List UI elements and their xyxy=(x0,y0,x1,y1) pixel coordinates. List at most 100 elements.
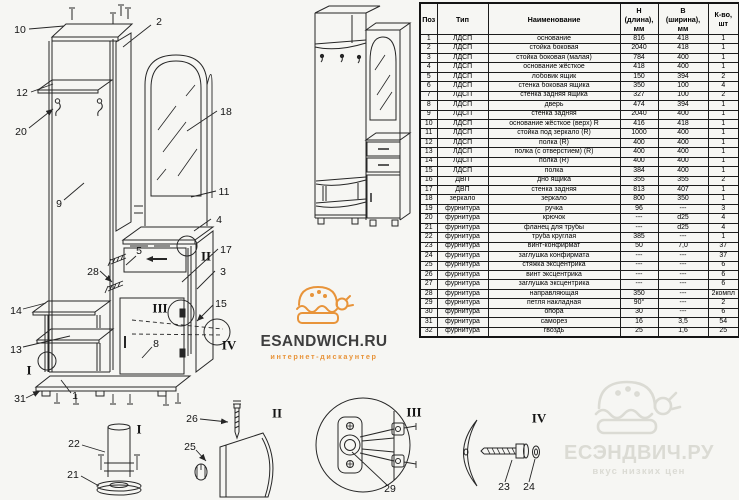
table-cell: стенка задняя xyxy=(487,109,621,120)
table-cell: ЛДСП xyxy=(436,52,489,64)
table-cell: 17 xyxy=(419,184,438,196)
parts-table-header: Поз Тип Наименование Н (длина), мм В (ши… xyxy=(419,2,739,35)
table-cell: --- xyxy=(657,279,709,290)
table-cell: полка (R) xyxy=(487,137,621,149)
part-callout-28: 28 xyxy=(87,265,99,278)
table-cell: 15 xyxy=(419,166,438,177)
detail-eccentric xyxy=(194,400,274,498)
table-cell: 7,0 xyxy=(657,241,709,253)
table-cell: 400 xyxy=(619,147,659,158)
col-header-type: Тип xyxy=(436,2,489,35)
table-cell: фурнитура xyxy=(436,326,489,338)
col-header-pos: Поз xyxy=(419,2,438,35)
table-cell: 1 xyxy=(419,33,438,45)
table-cell: --- xyxy=(619,222,659,234)
table-cell: основание жёсткое xyxy=(487,62,621,73)
table-cell: фурнитура xyxy=(436,203,489,215)
table-cell: 3,5 xyxy=(657,317,709,328)
table-cell: d25 xyxy=(657,222,709,234)
table-cell: 350 xyxy=(619,81,659,92)
assembled-view xyxy=(314,5,412,227)
table-cell: 1 xyxy=(707,43,739,54)
table-cell: ЛДСП xyxy=(436,118,489,130)
table-cell: 9 xyxy=(419,109,438,120)
table-cell: стойка под зеркало (R) xyxy=(487,128,621,139)
table-cell: 1 xyxy=(707,33,739,45)
table-cell: стенка задняя ящика xyxy=(487,90,621,102)
table-cell: 400 xyxy=(657,62,709,73)
table-cell: зеркало xyxy=(487,194,621,205)
table-cell: ЛДСП xyxy=(436,43,489,54)
table-cell: фурнитура xyxy=(436,251,489,262)
table-cell: полка (R) xyxy=(487,156,621,168)
table-cell: 6 xyxy=(707,307,739,319)
table-cell: ДВП xyxy=(436,184,489,196)
table-cell: 1 xyxy=(707,109,739,120)
table-cell: фурнитура xyxy=(436,222,489,234)
detail-marker-IV: IV xyxy=(221,337,237,353)
table-cell: ЛДСП xyxy=(436,33,489,45)
table-cell: 12 xyxy=(419,137,438,149)
table-cell: 418 xyxy=(619,62,659,73)
table-cell: стойка боковая (малая) xyxy=(487,52,621,64)
table-cell: 784 xyxy=(619,52,659,64)
table-cell: 1 xyxy=(707,166,739,177)
table-cell: винт-конфирмат xyxy=(487,241,621,253)
table-cell: 90° xyxy=(619,298,659,309)
table-cell: ЛДСП xyxy=(436,166,489,177)
part-callout-10: 10 xyxy=(14,23,26,36)
table-cell: 1 xyxy=(707,156,739,168)
table-cell: 400 xyxy=(657,128,709,139)
table-cell: 23 xyxy=(419,241,438,253)
table-cell: 327 xyxy=(619,90,659,102)
table-cell: 1 xyxy=(707,137,739,149)
table-cell: 418 xyxy=(657,33,709,45)
table-cell: труба круглая xyxy=(487,232,621,243)
table-cell: 26 xyxy=(419,269,438,281)
hook-icon xyxy=(319,53,362,64)
table-cell: 19 xyxy=(419,203,438,215)
table-cell: 100 xyxy=(657,81,709,92)
part-callout-26: 26 xyxy=(186,412,198,425)
part-callout-21: 21 xyxy=(67,468,79,481)
table-cell: фурнитура xyxy=(436,279,489,290)
detail-marker-III: III xyxy=(152,300,168,316)
table-cell: 350 xyxy=(619,288,659,300)
table-cell: фурнитура xyxy=(436,241,489,253)
part-callout-11: 11 xyxy=(218,185,230,198)
table-cell: --- xyxy=(657,251,709,262)
table-cell: 2 xyxy=(707,298,739,309)
table-cell: ЛДСП xyxy=(436,71,489,83)
parts-table: Поз Тип Наименование Н (длина), мм В (ши… xyxy=(419,2,739,338)
table-cell: 1 xyxy=(707,128,739,139)
table-cell: 394 xyxy=(657,100,709,111)
col-header-qty: К-во, шт xyxy=(707,2,739,35)
table-cell: ЛДСП xyxy=(436,109,489,120)
table-cell: 400 xyxy=(619,156,659,168)
table-cell: 7 xyxy=(419,90,438,102)
table-cell: --- xyxy=(657,307,709,319)
table-cell: ЛДСП xyxy=(436,90,489,102)
table-cell: 816 xyxy=(619,33,659,45)
table-cell: 384 xyxy=(619,166,659,177)
table-cell: 1 xyxy=(707,184,739,196)
table-cell: 6 xyxy=(707,269,739,281)
table-cell: 394 xyxy=(657,71,709,83)
table-cell: стенка задняя xyxy=(487,184,621,196)
table-cell: 474 xyxy=(619,100,659,111)
table-cell: дно ящика xyxy=(487,175,621,187)
